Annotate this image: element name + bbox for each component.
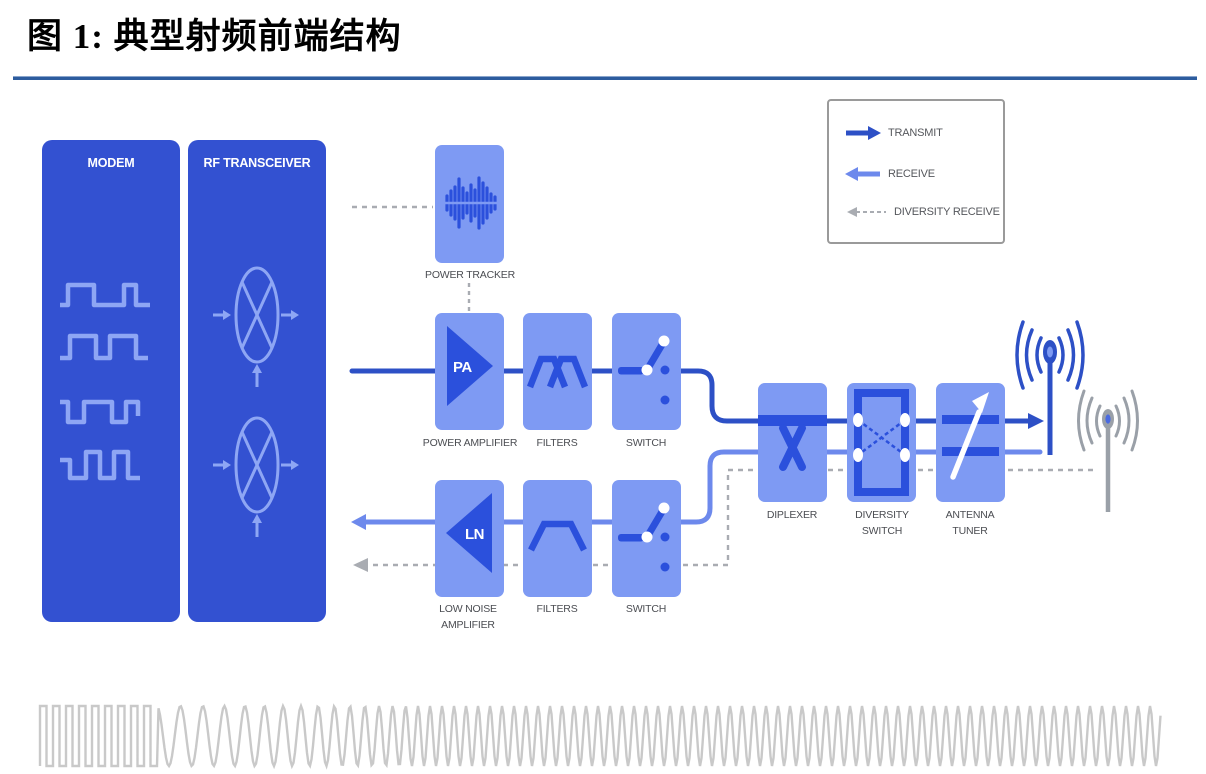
antenna-tuner-label: ANTENNA TUNER xyxy=(946,508,995,540)
legend-receive-label: RECEIVE xyxy=(888,167,935,180)
tuner-label-line1: ANTENNA xyxy=(945,509,995,521)
legend-transmit-label: TRANSMIT xyxy=(888,126,943,139)
transmit-path xyxy=(349,368,1033,424)
antenna-tuner-icon xyxy=(942,392,999,480)
diversity-label-line2: SWITCH xyxy=(861,524,903,537)
modem-panel-title: MODEM xyxy=(87,156,135,170)
amplifier-icon: PA xyxy=(447,326,493,406)
diplexer-label: DIPLEXER xyxy=(766,509,818,521)
legend-row-receive: RECEIVE xyxy=(844,165,1003,183)
switch-tx-block xyxy=(612,313,681,430)
legend-row-transmit: TRANSMIT xyxy=(844,124,1003,142)
transmit-arrow-icon xyxy=(846,125,881,140)
diversity-switch-icon xyxy=(853,389,910,496)
low-noise-label-line1: LOW NOISE xyxy=(439,603,497,615)
lna-icon: LN xyxy=(446,493,492,573)
low-noise-amplifier-block: LN xyxy=(435,480,504,597)
modem-panel: MODEM xyxy=(42,140,180,622)
power-tracker-block xyxy=(435,145,504,263)
receive-arrow-icon xyxy=(845,166,880,181)
filters-rx-block xyxy=(523,480,592,597)
mixer-icons xyxy=(213,266,299,537)
carrier-waveform-path xyxy=(38,702,1162,770)
antenna-tuner-block xyxy=(936,383,1005,502)
primary-antenna-icon xyxy=(1015,320,1085,455)
low-noise-label-line2: AMPLIFIER xyxy=(441,618,495,631)
diversity-label-line1: DIVERSITY xyxy=(855,509,909,521)
receive-arrowhead xyxy=(351,514,366,530)
switch-icon xyxy=(618,502,670,572)
power-envelope-icon xyxy=(444,176,497,230)
diplexer-icon xyxy=(758,415,827,471)
baseband-waveforms-icon xyxy=(60,282,150,481)
ln-abbrev-label: LN xyxy=(465,526,484,543)
diversity-switch-label: DIVERSITY SWITCH xyxy=(855,508,909,540)
filters-rx-label: FILTERS xyxy=(536,603,578,615)
switch-tx-label: SWITCH xyxy=(625,437,667,449)
legend-box: TRANSMIT RECEIVE DIVERSITY RECEIVE xyxy=(827,99,1005,244)
mixer-icon-bottom xyxy=(213,416,292,537)
filters-tx-block xyxy=(523,313,592,430)
title-rule xyxy=(13,76,1197,80)
diplexer-block xyxy=(758,383,827,502)
transmit-arrowhead xyxy=(1028,413,1044,429)
rf-transceiver-panel: RF TRANSCEIVER xyxy=(188,140,326,622)
legend-diversity-receive-label: DIVERSITY RECEIVE xyxy=(894,206,1000,219)
power-amplifier-label: POWER AMPLIFIER xyxy=(422,437,518,449)
diversity-switch-block xyxy=(847,383,916,502)
switch-rx-block xyxy=(612,480,681,597)
diversity-antenna-icon xyxy=(1077,389,1139,512)
figure-title: 图 1: 典型射频前端结构 xyxy=(27,17,402,56)
power-tracker-label: POWER TRACKER xyxy=(425,269,515,281)
diversity-arrowhead xyxy=(353,558,368,572)
pa-abbrev-label: PA xyxy=(453,359,472,376)
filters-tx-label: FILTERS xyxy=(536,437,578,449)
switch-rx-label: SWITCH xyxy=(625,603,667,615)
power-amplifier-block: PA xyxy=(435,313,504,430)
legend-row-diversity-receive: DIVERSITY RECEIVE xyxy=(844,205,1003,219)
carrier-waveform xyxy=(38,702,1162,770)
switch-icon xyxy=(618,335,670,405)
mixer-icon-top xyxy=(213,266,292,387)
rf-transceiver-panel-title: RF TRANSCEIVER xyxy=(203,156,311,170)
bandpass-filter-icon xyxy=(528,520,587,552)
diversity-receive-arrow-icon xyxy=(847,207,886,218)
receive-path xyxy=(361,449,1043,525)
low-noise-amplifier-label: LOW NOISE AMPLIFIER xyxy=(439,602,497,634)
bandpass-filter-icon xyxy=(526,355,589,389)
tuner-label-line2: TUNER xyxy=(952,524,988,537)
